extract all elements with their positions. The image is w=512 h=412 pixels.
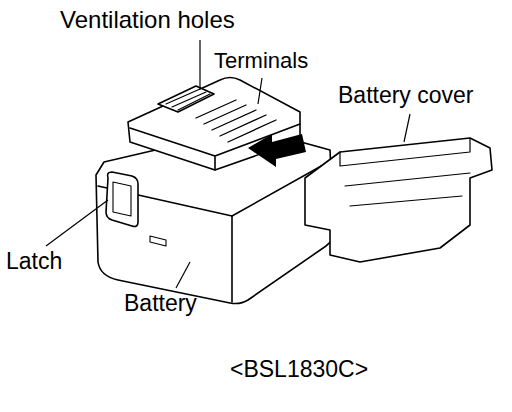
terminal-slots <box>196 100 276 142</box>
battery-cover <box>305 138 492 262</box>
leader-line <box>176 262 190 288</box>
ventilation-holes <box>158 86 214 112</box>
part-label: Battery cover <box>338 82 474 108</box>
part-label: Latch <box>6 248 62 274</box>
part-label: Ventilation holes <box>60 6 235 34</box>
vent-slats <box>166 89 210 110</box>
part-label: Battery <box>124 290 197 316</box>
body-edge <box>231 216 233 302</box>
part-label: Terminals <box>214 48 308 73</box>
leader-line <box>199 40 200 90</box>
cover-ribs <box>340 138 470 206</box>
leader-line <box>258 78 262 104</box>
latch <box>106 172 138 227</box>
latch-inner <box>113 182 131 216</box>
leader-line <box>46 200 108 246</box>
model-caption: <BSL1830C> <box>230 356 368 382</box>
insert-arrow <box>248 134 306 167</box>
battery-slot <box>150 236 166 246</box>
leader-line <box>404 114 410 142</box>
